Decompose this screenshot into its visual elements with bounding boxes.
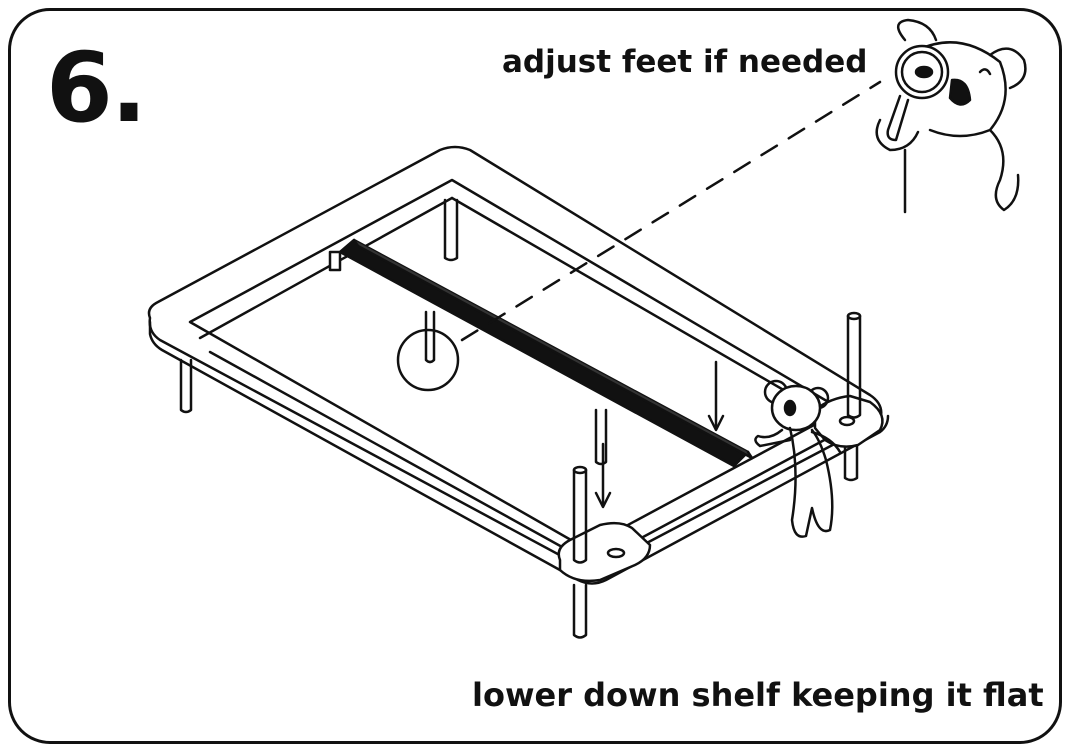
step-number: 6. (46, 32, 147, 144)
center-beam (328, 238, 754, 468)
lowering-arrows (594, 360, 725, 509)
back-legs (179, 198, 859, 482)
front-corner-posts (557, 311, 884, 639)
sight-line (460, 80, 882, 342)
shelf-frame (147, 145, 890, 585)
middle-legs (424, 310, 608, 466)
instruction-panel (8, 8, 1062, 744)
caption-lower-shelf: lower down shelf keeping it flat (472, 676, 1044, 714)
caption-adjust-feet: adjust feet if needed (502, 44, 868, 80)
focus-circle (396, 328, 460, 392)
koala-with-magnifier-icon (875, 18, 1027, 214)
koala-helper-icon (754, 379, 842, 538)
